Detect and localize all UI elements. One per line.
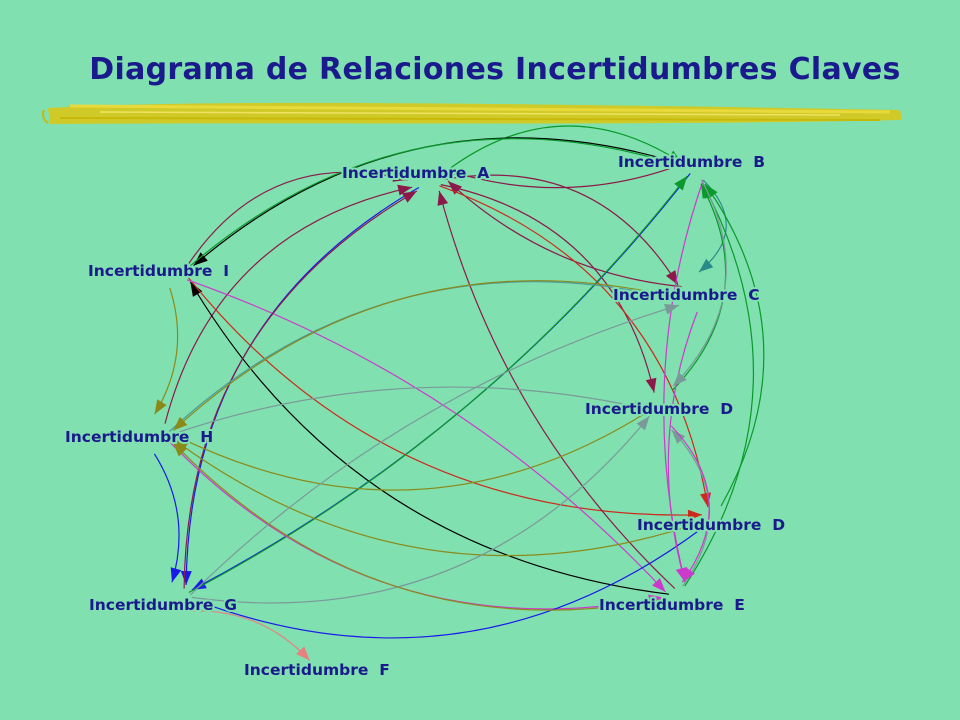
arrowhead-c-to-e: [675, 567, 687, 582]
arrowhead-a-to-d1: [645, 377, 657, 393]
edge-b-to-d1: [672, 179, 727, 387]
edge-b-to-a: [449, 162, 687, 189]
arrowhead-d2-to-h: [173, 439, 189, 453]
edge-e-to-b: [684, 183, 755, 587]
node-label-halo: Incertidumbre I: [88, 262, 229, 280]
node-label-halo: Incertidumbre F: [244, 661, 390, 679]
node-label-halo: Incertidumbre E: [599, 596, 745, 614]
node-label-halo: Incertidumbre A: [342, 164, 489, 182]
edge-g-to-f: [191, 610, 311, 661]
edge-e-to-d1: [671, 429, 711, 587]
edge-g-to-b: [188, 175, 688, 594]
edge-a-to-d2: [439, 185, 709, 508]
node-label: Incertidumbre C: [613, 286, 760, 304]
edge-h-to-d1: [169, 386, 649, 436]
arrowhead-b-to-i: [193, 252, 208, 266]
arrowhead-i-to-d2: [687, 509, 702, 521]
node-label-halo: Incertidumbre C: [613, 286, 760, 304]
edge-a-to-c: [444, 174, 679, 286]
edge-h-to-a: [164, 186, 413, 424]
node-label-halo: Incertidumbre G: [89, 596, 237, 614]
node-label: Incertidumbre E: [599, 596, 745, 614]
node-label: Incertidumbre I: [88, 262, 229, 280]
arrowhead-g-to-f: [296, 646, 310, 661]
node-label: Incertidumbre F: [244, 661, 390, 679]
node-label-halo: Incertidumbre H: [65, 428, 213, 446]
edge-d2-to-b: [704, 183, 765, 507]
node-label-halo: Incertidumbre D: [585, 400, 733, 418]
arrowhead-a-to-g: [180, 571, 192, 585]
node-label: Incertidumbre A: [342, 164, 489, 182]
edge-g-to-d1: [191, 415, 650, 604]
arrowhead-h-to-g: [170, 567, 182, 583]
arrowhead-e-to-h: [173, 442, 187, 457]
arrowhead-g-to-c: [664, 304, 680, 315]
arrowhead-i-to-h: [154, 399, 167, 415]
arrowhead-e-to-d1: [671, 429, 686, 444]
arrowhead-h-to-a: [397, 184, 413, 196]
edge-g-to-c: [190, 304, 680, 596]
edge-i-to-d2: [187, 277, 703, 516]
edge-i-to-b: [189, 138, 683, 267]
arrowhead-e-to-i: [190, 282, 203, 297]
edge-a-to-b: [445, 125, 683, 172]
edge-c-to-a: [447, 180, 682, 288]
edge-d1-to-h: [173, 408, 653, 491]
arrowhead-a-to-c: [665, 270, 678, 285]
arrowhead-i-to-b: [667, 156, 683, 168]
title-underline-brush: [42, 102, 902, 124]
arrowhead-h-to-d1: [633, 400, 648, 412]
arrowhead-d2-to-g: [196, 600, 212, 611]
edge-a-to-d1: [440, 184, 655, 393]
node-label: Incertidumbre B: [618, 153, 765, 171]
edge-h-to-e: [168, 440, 664, 610]
node-label: Incertidumbre D: [585, 400, 733, 418]
node-label: Incertidumbre G: [89, 596, 237, 614]
arrowhead-e-to-a: [437, 190, 449, 206]
arrowhead-i-to-a: [392, 171, 408, 182]
edge-d1-to-e: [670, 425, 710, 583]
arrowhead-g-to-a: [402, 191, 417, 203]
edge-h-to-g: [153, 453, 180, 583]
arrowhead-b-to-d1: [673, 372, 687, 387]
arrowhead-b-to-c: [699, 258, 714, 272]
node-label-halo: Incertidumbre B: [618, 153, 765, 171]
edge-c-to-h: [172, 280, 681, 431]
arrowhead-i-to-e: [652, 578, 666, 592]
arrowhead-c-to-h: [173, 416, 188, 431]
arrowhead-b-to-a: [450, 170, 465, 181]
arrowhead-g-to-d1: [636, 416, 650, 431]
edge-c-to-e: [667, 311, 698, 583]
node-label: Incertidumbre H: [65, 428, 213, 446]
node-label-halo: Incertidumbre D: [637, 516, 785, 534]
arrowhead-b-to-g: [191, 578, 207, 590]
arrowhead-h-to-e: [648, 594, 663, 606]
slide-title: Diagrama de Relaciones Incertidumbres Cl…: [89, 52, 901, 87]
node-label: Incertidumbre D: [637, 516, 785, 534]
edge-i-to-a: [188, 171, 408, 264]
edge-d2-to-g: [196, 526, 705, 639]
edge-i-to-h: [154, 287, 179, 415]
edge-e-to-i: [189, 281, 669, 595]
edge-d2-to-h: [173, 438, 705, 557]
edge-i-to-e: [186, 279, 667, 593]
arrowhead-g-to-b: [674, 176, 688, 191]
edge-g-to-a: [183, 190, 418, 589]
edge-e-to-h: [172, 442, 667, 611]
